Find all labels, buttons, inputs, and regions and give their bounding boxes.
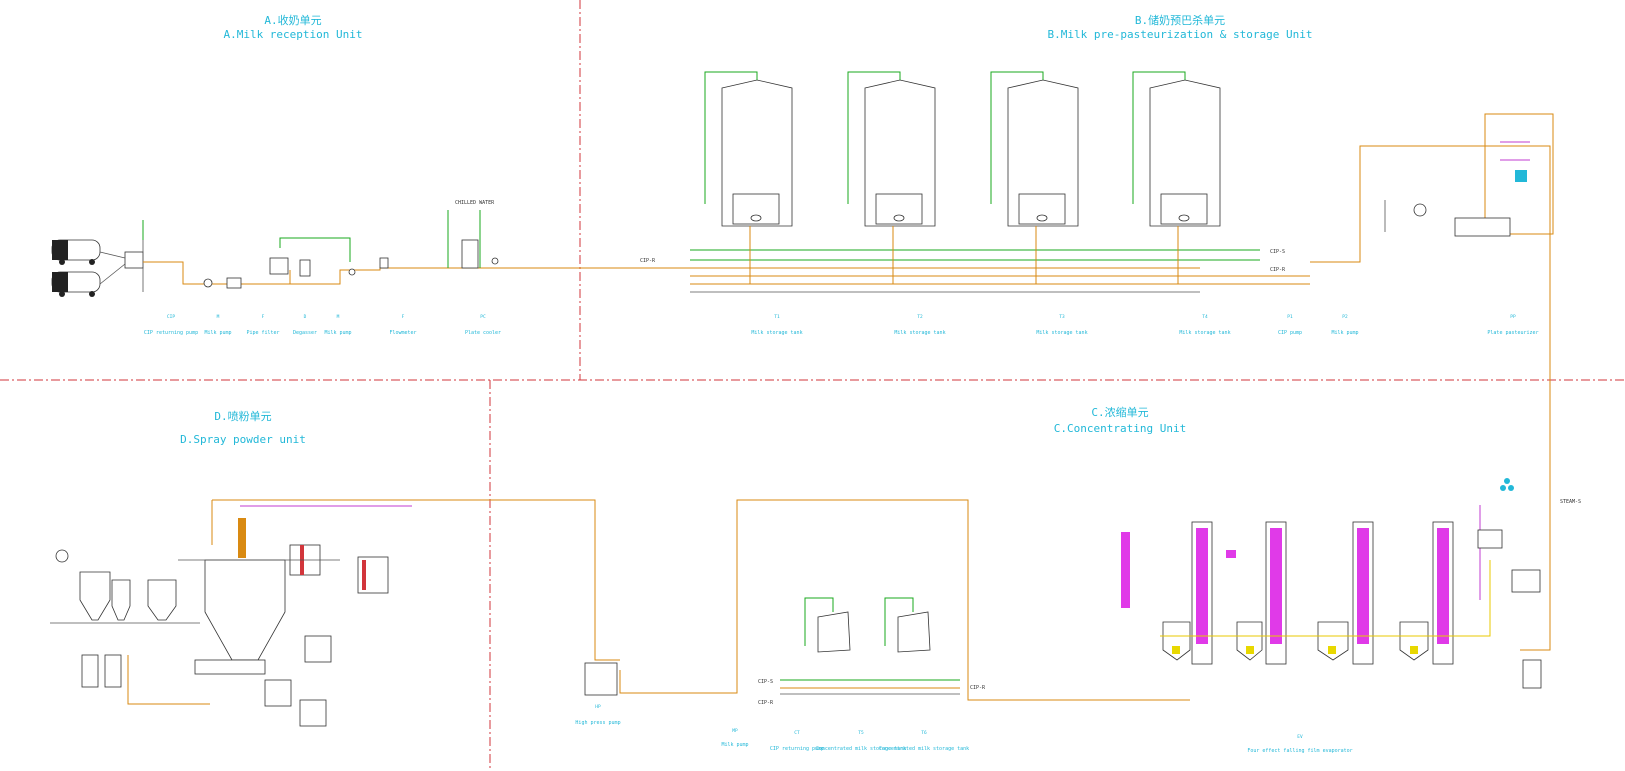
svg-text:EV: EV: [1297, 734, 1303, 740]
svg-text:HP: HP: [595, 704, 601, 710]
svg-text:CIP returning pump: CIP returning pump: [144, 330, 198, 336]
svg-text:F: F: [262, 314, 265, 320]
svg-text:High press pump: High press pump: [575, 720, 620, 726]
svg-text:Milk storage tank: Milk storage tank: [1179, 330, 1230, 336]
svg-text:M: M: [337, 314, 340, 320]
milk-tanker-trucks: [51, 239, 101, 297]
svg-text:B.储奶预巴杀单元: B.储奶预巴杀单元: [1135, 13, 1225, 27]
svg-text:A.Milk reception Unit: A.Milk reception Unit: [223, 28, 362, 41]
reception-valve-block: [99, 220, 144, 292]
svg-text:Concentrated milk storage tank: Concentrated milk storage tank: [816, 746, 906, 752]
pasteurizer-unit: [1384, 113, 1554, 237]
svg-text:CIP returning pump: CIP returning pump: [770, 746, 824, 752]
svg-text:T5: T5: [858, 730, 864, 736]
svg-text:CT: CT: [794, 730, 800, 736]
svg-text:PC: PC: [480, 314, 486, 320]
svg-text:F: F: [402, 314, 405, 320]
reception-line: [143, 210, 600, 289]
svg-text:B.Milk pre-pasteurization & st: B.Milk pre-pasteurization & storage Unit: [1048, 28, 1313, 41]
svg-text:Plate cooler: Plate cooler: [465, 330, 501, 336]
storage-tank-1: [704, 71, 793, 227]
svg-text:T3: T3: [1059, 314, 1065, 320]
svg-text:T2: T2: [917, 314, 923, 320]
svg-text:Milk pump: Milk pump: [204, 330, 231, 336]
storage-manifold: [600, 145, 1551, 651]
cip-supply-label-b: CIP-S: [1270, 249, 1285, 255]
svg-text:MP: MP: [732, 728, 738, 734]
svg-text:Milk storage tank: Milk storage tank: [894, 330, 945, 336]
zone-a-title: A.收奶单元 A.Milk reception Unit: [223, 13, 362, 41]
chilled-water-label: CHILLED WATER: [455, 200, 495, 206]
svg-text:M: M: [217, 314, 220, 320]
cip-supply-label-c: CIP-S: [758, 679, 773, 685]
svg-text:Milk pump: Milk pump: [721, 742, 748, 748]
svg-text:PP: PP: [1510, 314, 1516, 320]
svg-text:C.Concentrating Unit: C.Concentrating Unit: [1054, 422, 1186, 435]
storage-tank-3: [990, 71, 1079, 227]
cyclones: [50, 549, 200, 624]
zone-d-title: D.喷粉单元 D.Spray powder unit: [180, 410, 306, 446]
zone-b-title: B.储奶预巴杀单元 B.Milk pre-pasteurization & st…: [1048, 13, 1313, 41]
svg-text:T1: T1: [774, 314, 780, 320]
svg-text:A.收奶单元: A.收奶单元: [264, 13, 321, 27]
concentrate-section: [584, 499, 1190, 701]
svg-text:Milk pump: Milk pump: [324, 330, 351, 336]
svg-text:Concentrated milk storage tank: Concentrated milk storage tank: [879, 746, 969, 752]
storage-tank-2: [847, 71, 936, 227]
svg-text:T4: T4: [1202, 314, 1208, 320]
svg-text:Flowmeter: Flowmeter: [389, 330, 416, 336]
cip-return-label-b: CIP-R: [1270, 267, 1286, 273]
svg-text:D: D: [304, 314, 307, 320]
svg-text:T6: T6: [921, 730, 927, 736]
evaporator: [1121, 478, 1542, 689]
svg-text:C.浓缩单元: C.浓缩单元: [1091, 406, 1148, 419]
powder-bins: [81, 654, 210, 705]
svg-text:CIP: CIP: [167, 314, 175, 320]
svg-text:Degasser: Degasser: [293, 330, 317, 336]
spray-dryer: [178, 499, 620, 727]
cip-return-label-b2: CIP-R: [640, 258, 656, 264]
steam-supply-label: STEAM-S: [1560, 499, 1581, 505]
zone-c-title: C.浓缩单元 C.Concentrating Unit: [1054, 406, 1186, 435]
zone-b-equipment-labels: T1 Milk storage tank T2 Milk storage tan…: [751, 314, 1538, 336]
svg-text:P1: P1: [1287, 314, 1293, 320]
svg-text:Plate pasteurizer: Plate pasteurizer: [1487, 330, 1538, 336]
svg-text:Milk storage tank: Milk storage tank: [1036, 330, 1087, 336]
zone-a-equipment-labels: CIP CIP returning pump M Milk pump F Pip…: [144, 314, 501, 336]
svg-text:Milk storage tank: Milk storage tank: [751, 330, 802, 336]
cip-return-label-c2: CIP-R: [970, 685, 986, 691]
svg-text:P2: P2: [1342, 314, 1348, 320]
svg-text:Four effect falling film evapo: Four effect falling film evaporator: [1247, 748, 1352, 754]
zone-c-equipment-labels: HP High press pump MP Milk pump CT CIP r…: [575, 704, 1352, 754]
svg-text:Milk pump: Milk pump: [1331, 330, 1358, 336]
svg-text:D.Spray powder unit: D.Spray powder unit: [180, 433, 306, 446]
svg-text:CIP pump: CIP pump: [1278, 330, 1302, 336]
cip-return-label-c: CIP-R: [758, 700, 774, 706]
svg-text:D.喷粉单元: D.喷粉单元: [214, 410, 271, 423]
storage-tank-4: [1132, 71, 1221, 227]
svg-text:Pipe filter: Pipe filter: [246, 330, 279, 336]
